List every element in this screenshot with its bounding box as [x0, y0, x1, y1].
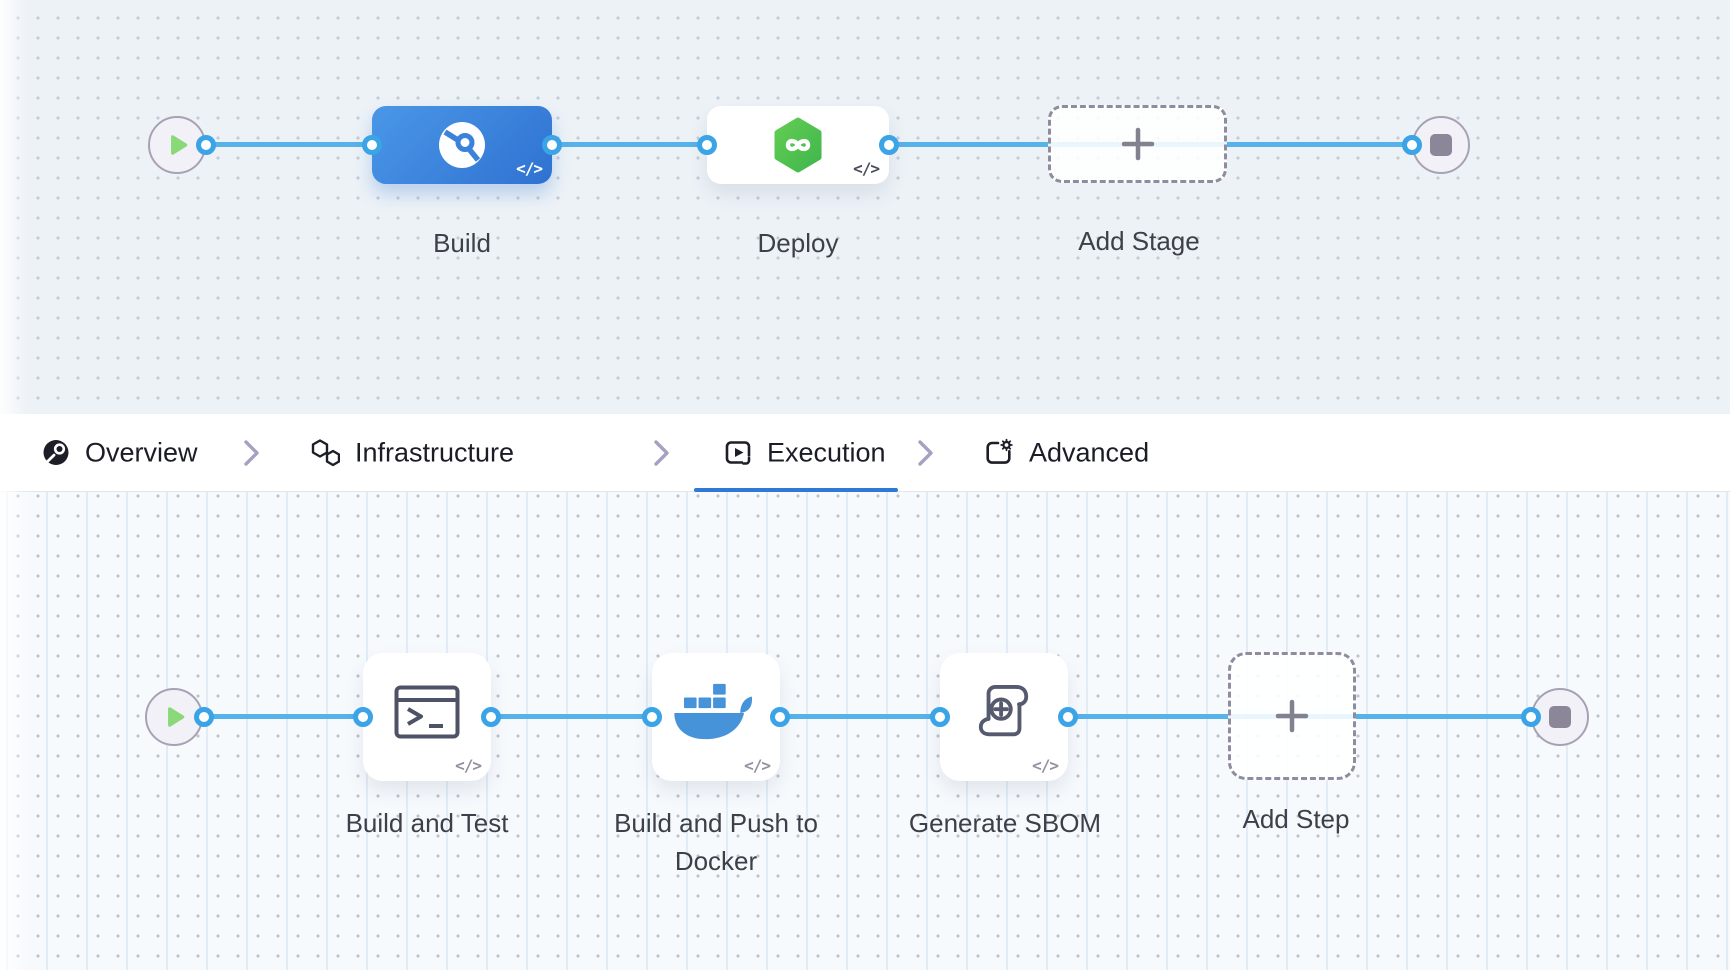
- tab-label: Overview: [85, 437, 198, 467]
- stage-card-build[interactable]: </>: [372, 106, 552, 184]
- code-braces-icon[interactable]: </>: [853, 159, 880, 178]
- stage-pipeline-end-node[interactable]: [1412, 116, 1470, 174]
- code-braces-icon[interactable]: </>: [744, 756, 771, 775]
- stage-label-deploy: Deploy: [757, 228, 839, 258]
- step-card-build-and-test[interactable]: </>: [363, 653, 491, 781]
- stage-detail-tab-bar: Overview Infrastructure: [0, 414, 1730, 492]
- tab-overview[interactable]: Overview: [42, 437, 198, 468]
- overview-icon: [43, 440, 69, 465]
- play-icon: [168, 707, 185, 727]
- code-braces-icon[interactable]: </>: [1032, 756, 1059, 775]
- active-tab-underline: [694, 488, 898, 492]
- step-card-build-and-push-docker[interactable]: </>: [652, 653, 780, 781]
- chevron-right-icon: [912, 438, 938, 468]
- connector-port[interactable]: [481, 707, 501, 727]
- connector-port[interactable]: [1402, 135, 1422, 155]
- connector-port[interactable]: [930, 707, 950, 727]
- step-label-generate-sbom: Generate SBOM: [908, 808, 1102, 838]
- add-step-button[interactable]: [1228, 652, 1356, 780]
- connector-port[interactable]: [353, 707, 373, 727]
- tab-label: Execution: [767, 437, 886, 467]
- connector-port[interactable]: [697, 135, 717, 155]
- advanced-icon: [986, 438, 1013, 464]
- connector-port[interactable]: [194, 707, 214, 727]
- connector-port[interactable]: [1058, 707, 1078, 727]
- add-stage-button[interactable]: [1048, 105, 1227, 183]
- step-flow-connector-line: [174, 714, 1560, 719]
- stage-card-deploy[interactable]: </>: [707, 106, 889, 184]
- tab-advanced[interactable]: Advanced: [984, 437, 1149, 468]
- step-label-add-step: Add Step: [1242, 804, 1350, 834]
- step-card-generate-sbom[interactable]: </>: [940, 653, 1068, 781]
- code-braces-icon[interactable]: </>: [516, 159, 543, 178]
- plus-icon: [1121, 127, 1154, 161]
- connector-port[interactable]: [196, 135, 216, 155]
- connector-port[interactable]: [542, 135, 562, 155]
- tab-infrastructure[interactable]: Infrastructure: [310, 437, 514, 468]
- code-braces-icon[interactable]: </>: [455, 756, 482, 775]
- ci-build-circle-icon: [439, 122, 485, 168]
- step-pipeline-start-node[interactable]: [145, 688, 203, 746]
- plus-icon: [1275, 699, 1309, 733]
- stage-graph-canvas[interactable]: </> </>: [0, 0, 1730, 414]
- chevron-right-icon: [238, 438, 264, 468]
- connector-port[interactable]: [879, 135, 899, 155]
- connector-port[interactable]: [770, 707, 790, 727]
- cd-hexagon-infinity-icon: [774, 117, 822, 173]
- connector-port[interactable]: [642, 707, 662, 727]
- execution-icon: [725, 441, 751, 465]
- sbom-scroll-icon: [978, 684, 1029, 737]
- tab-label: Advanced: [1029, 437, 1150, 467]
- terminal-icon: [394, 685, 460, 739]
- docker-icon: [674, 683, 753, 740]
- stop-icon: [1549, 706, 1571, 728]
- infrastructure-icon: [311, 439, 340, 467]
- stage-label-add-stage: Add Stage: [1078, 226, 1200, 256]
- execution-graph-canvas[interactable]: </> </>: [0, 492, 1730, 970]
- connector-port[interactable]: [1521, 707, 1541, 727]
- chevron-right-icon: [648, 438, 674, 468]
- tab-label: Infrastructure: [355, 437, 515, 467]
- step-label-build-and-push: Build and Push to Docker: [614, 808, 818, 876]
- tab-execution[interactable]: Execution: [724, 437, 886, 468]
- step-label-build-and-test: Build and Test: [345, 808, 509, 838]
- stage-label-build: Build: [433, 228, 491, 258]
- stop-icon: [1430, 134, 1452, 156]
- stage-pipeline-start-node[interactable]: [148, 116, 206, 174]
- connector-port[interactable]: [362, 135, 382, 155]
- play-icon: [171, 135, 188, 155]
